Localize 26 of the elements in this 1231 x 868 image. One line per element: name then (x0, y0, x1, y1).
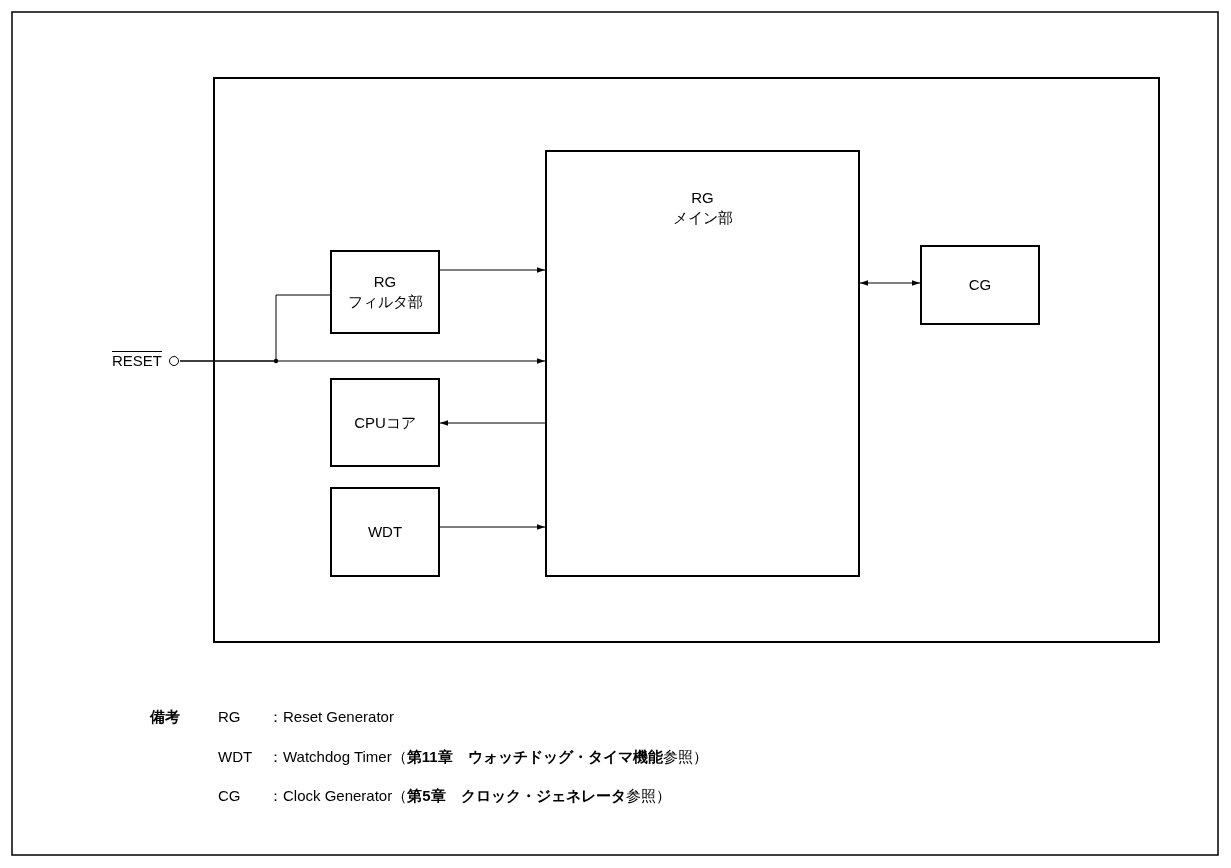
process-box (330, 250, 440, 334)
box-label: メイン部 (672, 208, 733, 228)
box-label: RG (373, 272, 397, 292)
process-box (330, 378, 440, 467)
box-label: フィルタ部 (347, 292, 423, 312)
note-heading: 備考 (150, 708, 180, 727)
process-box (920, 245, 1040, 325)
process-box (330, 487, 440, 577)
abbreviation: RG (218, 708, 241, 725)
arrow (859, 280, 921, 286)
arrow (439, 420, 546, 426)
connector-line (179, 294, 331, 362)
arrow (439, 267, 546, 273)
box-label: WDT (367, 522, 403, 542)
pin-label: RESET (112, 351, 162, 371)
note-text: ：Reset Generator (268, 708, 394, 727)
abbreviation: CG (218, 787, 241, 804)
box-label: RG (691, 188, 714, 208)
box-label: CG (968, 275, 992, 295)
note-text: ：Watchdog Timer（第11章 ウォッチドッグ・タイマ機能参照） (268, 748, 708, 767)
abbreviation: WDT (218, 748, 253, 765)
device-boundary-box (213, 77, 1160, 643)
box-label: CPUコア (354, 412, 416, 433)
note-text: ：Clock Generator（第5章 クロック・ジェネレータ参照） (268, 787, 671, 806)
process-box (545, 150, 860, 577)
arrow (439, 524, 546, 530)
